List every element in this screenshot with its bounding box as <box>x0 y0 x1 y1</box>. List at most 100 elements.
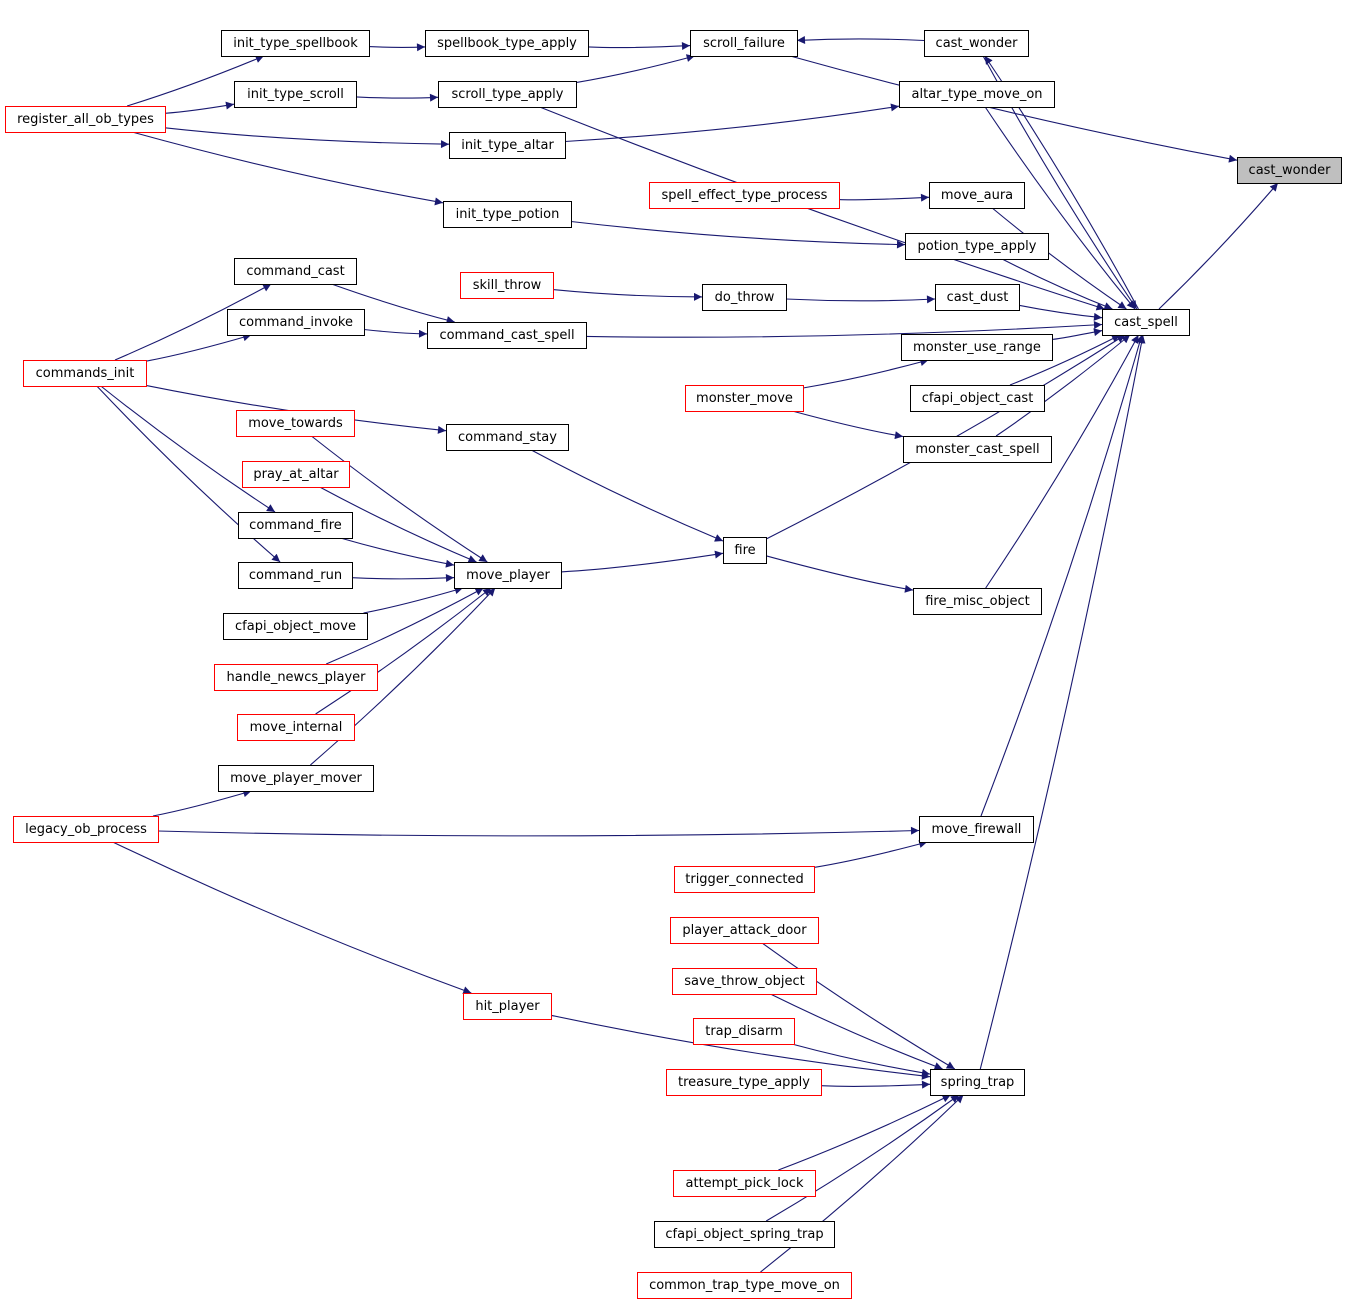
node-cfapi-object-cast[interactable]: cfapi_object_cast <box>910 385 1045 412</box>
node-box[interactable] <box>234 81 357 108</box>
node-box[interactable] <box>690 30 798 57</box>
node-treasure-type-apply[interactable]: treasure_type_apply <box>666 1069 822 1096</box>
node-box[interactable] <box>702 284 787 311</box>
node-box[interactable] <box>5 106 166 133</box>
node-box[interactable] <box>234 258 357 285</box>
node-init-type-spellbook[interactable]: init_type_spellbook <box>221 30 370 57</box>
node-cast-dust[interactable]: cast_dust <box>935 284 1020 311</box>
node-do-throw[interactable]: do_throw <box>702 284 787 311</box>
node-box[interactable] <box>23 360 147 387</box>
node-init-type-potion[interactable]: init_type_potion <box>443 201 572 228</box>
node-box[interactable] <box>673 1170 816 1197</box>
node-hit-player[interactable]: hit_player <box>463 993 552 1020</box>
node-box[interactable] <box>919 816 1034 843</box>
node-spring-trap[interactable]: spring_trap <box>930 1069 1025 1096</box>
node-box[interactable] <box>425 30 589 57</box>
node-common-trap-type-move-on[interactable]: common_trap_type_move_on <box>637 1272 852 1299</box>
node-move-internal[interactable]: move_internal <box>237 714 355 741</box>
node-command-cast-spell[interactable]: command_cast_spell <box>427 322 587 349</box>
node-box[interactable] <box>723 537 767 564</box>
node-cast-spell[interactable]: cast_spell <box>1102 309 1190 336</box>
node-scroll-failure[interactable]: scroll_failure <box>690 30 798 57</box>
node-legacy-ob-process[interactable]: legacy_ob_process <box>13 816 159 843</box>
node-command-stay[interactable]: command_stay <box>446 424 569 451</box>
node-potion-type-apply[interactable]: potion_type_apply <box>905 233 1049 260</box>
node-box[interactable] <box>237 714 355 741</box>
node-box[interactable] <box>905 233 1049 260</box>
node-box[interactable] <box>236 410 355 437</box>
node-box[interactable] <box>649 182 840 209</box>
node-box[interactable] <box>227 309 365 336</box>
node-box[interactable] <box>693 1018 795 1045</box>
node-box[interactable] <box>460 272 554 299</box>
node-box[interactable] <box>242 461 350 488</box>
node-command-invoke[interactable]: command_invoke <box>227 309 365 336</box>
node-box[interactable] <box>924 30 1029 57</box>
node-init-type-scroll[interactable]: init_type_scroll <box>234 81 357 108</box>
node-box[interactable] <box>930 1069 1025 1096</box>
node-box[interactable] <box>685 385 804 412</box>
node-cast-wonder[interactable]: cast_wonder <box>1237 157 1342 184</box>
node-box[interactable] <box>654 1221 835 1248</box>
node-altar-type-move-on[interactable]: altar_type_move_on <box>899 81 1055 108</box>
node-init-type-altar[interactable]: init_type_altar <box>449 132 566 159</box>
node-monster-use-range[interactable]: monster_use_range <box>901 334 1053 361</box>
node-box[interactable] <box>910 385 1045 412</box>
node-fire[interactable]: fire <box>723 537 767 564</box>
node-box[interactable] <box>454 562 562 589</box>
node-command-run[interactable]: command_run <box>238 562 353 589</box>
node-scroll-type-apply[interactable]: scroll_type_apply <box>438 81 577 108</box>
node-command-cast[interactable]: command_cast <box>234 258 357 285</box>
node-box[interactable] <box>438 81 577 108</box>
node-monster-cast-spell[interactable]: monster_cast_spell <box>903 436 1052 463</box>
node-move-aura[interactable]: move_aura <box>929 182 1025 209</box>
node-cfapi-object-spring-trap[interactable]: cfapi_object_spring_trap <box>654 1221 835 1248</box>
node-monster-move[interactable]: monster_move <box>685 385 804 412</box>
node-box[interactable] <box>238 512 353 539</box>
node-player-attack-door[interactable]: player_attack_door <box>670 917 819 944</box>
node-box[interactable] <box>929 182 1025 209</box>
node-box[interactable] <box>913 588 1042 615</box>
node-box[interactable] <box>899 81 1055 108</box>
node-skill-throw[interactable]: skill_throw <box>460 272 554 299</box>
node-box[interactable] <box>672 968 817 995</box>
node-box[interactable] <box>223 613 368 640</box>
node-box[interactable] <box>427 322 587 349</box>
node-box[interactable] <box>1102 309 1190 336</box>
node-box[interactable] <box>218 765 374 792</box>
node-fire-misc-object[interactable]: fire_misc_object <box>913 588 1042 615</box>
node-box[interactable] <box>674 866 815 893</box>
node-box[interactable] <box>670 917 819 944</box>
node-box[interactable] <box>637 1272 852 1299</box>
node-move-firewall[interactable]: move_firewall <box>919 816 1034 843</box>
node-box[interactable] <box>666 1069 822 1096</box>
node-trigger-connected[interactable]: trigger_connected <box>674 866 815 893</box>
node-box[interactable] <box>238 562 353 589</box>
node-box[interactable] <box>214 664 378 691</box>
node-register-all-ob-types[interactable]: register_all_ob_types <box>5 106 166 133</box>
node-box[interactable] <box>1237 157 1342 184</box>
node-spell-effect-type-process[interactable]: spell_effect_type_process <box>649 182 840 209</box>
node-box[interactable] <box>901 334 1053 361</box>
node-attempt-pick-lock[interactable]: attempt_pick_lock <box>673 1170 816 1197</box>
node-box[interactable] <box>446 424 569 451</box>
node-cfapi-object-move[interactable]: cfapi_object_move <box>223 613 368 640</box>
node-box[interactable] <box>463 993 552 1020</box>
node-box[interactable] <box>935 284 1020 311</box>
node-move-player-mover[interactable]: move_player_mover <box>218 765 374 792</box>
node-box[interactable] <box>449 132 566 159</box>
node-commands-init[interactable]: commands_init <box>23 360 147 387</box>
node-command-fire[interactable]: command_fire <box>238 512 353 539</box>
node-move-player[interactable]: move_player <box>454 562 562 589</box>
node-save-throw-object[interactable]: save_throw_object <box>672 968 817 995</box>
node-handle-newcs-player[interactable]: handle_newcs_player <box>214 664 378 691</box>
node-box[interactable] <box>903 436 1052 463</box>
node-pray-at-altar[interactable]: pray_at_altar <box>242 461 350 488</box>
node-box[interactable] <box>13 816 159 843</box>
node-box[interactable] <box>443 201 572 228</box>
node-box[interactable] <box>221 30 370 57</box>
node-spellbook-type-apply[interactable]: spellbook_type_apply <box>425 30 589 57</box>
node-move-towards[interactable]: move_towards <box>236 410 355 437</box>
node-cast-wonder-2[interactable]: cast_wonder <box>924 30 1029 57</box>
node-trap-disarm[interactable]: trap_disarm <box>693 1018 795 1045</box>
